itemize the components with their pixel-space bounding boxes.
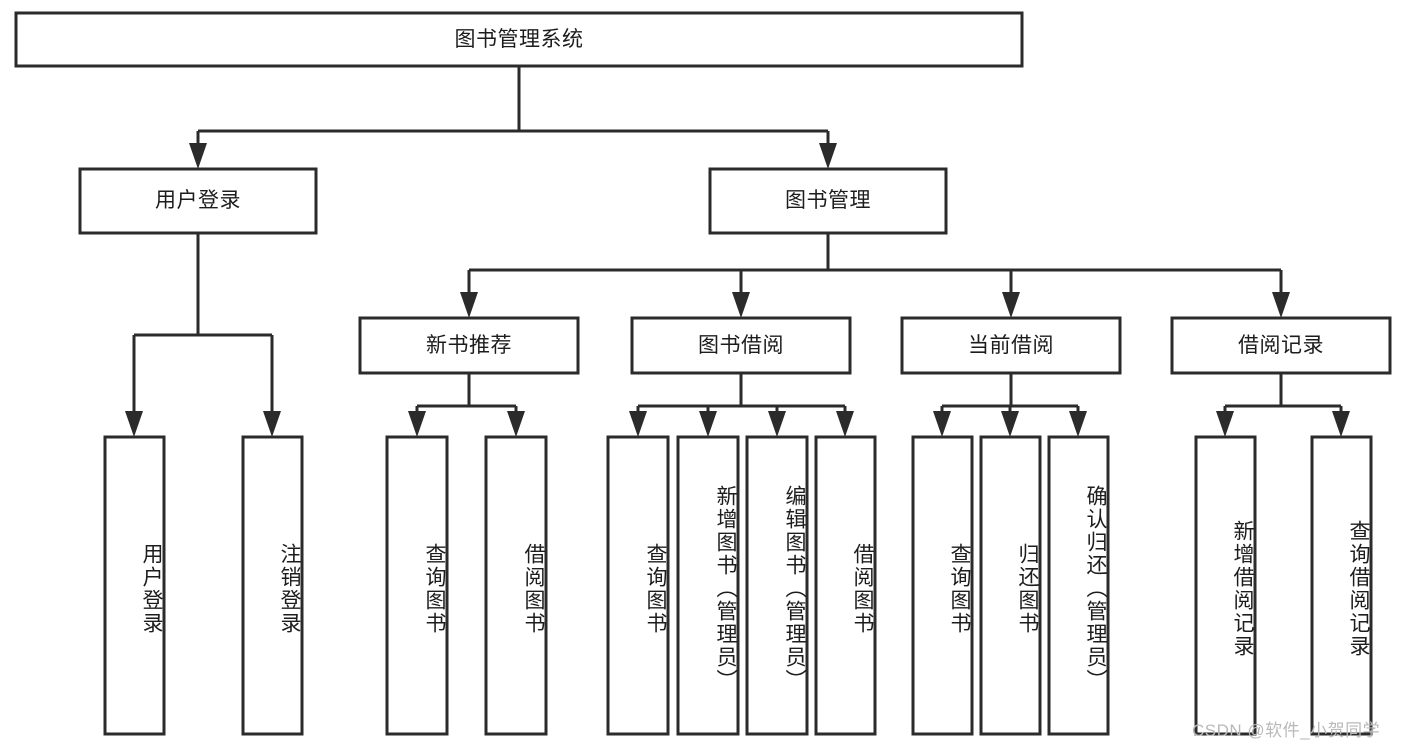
arrow-head-icon (1002, 292, 1020, 318)
node-leaf-borrow-books-recommend[interactable] (484, 435, 548, 736)
arrow-head-icon (507, 411, 525, 437)
node-leaf-query-borrow-record[interactable] (1310, 435, 1373, 736)
arrow-head-icon (189, 143, 207, 169)
node-book-manage[interactable] (708, 167, 948, 235)
arrow-head-icon (263, 411, 281, 437)
arrow-head-icon (125, 411, 143, 437)
arrow-head-icon (1069, 411, 1087, 437)
node-leaf-user-login[interactable] (103, 435, 166, 736)
arrow-head-icon (460, 292, 478, 318)
node-new-book-recommend[interactable] (358, 316, 580, 375)
connector-layer (125, 66, 1350, 437)
arrow-head-icon (1001, 411, 1019, 437)
arrow-head-icon (408, 411, 426, 437)
node-leaf-user-logout[interactable] (241, 435, 304, 736)
arrow-head-icon (699, 411, 717, 437)
arrow-head-icon (1216, 411, 1234, 437)
node-leaf-return-books[interactable] (979, 435, 1042, 736)
arrow-head-icon (629, 411, 647, 437)
node-current-borrow[interactable] (900, 316, 1122, 375)
arrow-head-icon (1332, 411, 1350, 437)
node-leaf-query-books-current[interactable] (911, 435, 974, 736)
arrow-head-icon (1272, 292, 1290, 318)
arrow-head-icon (819, 143, 837, 169)
node-leaf-add-book-admin[interactable] (676, 435, 740, 736)
node-leaf-borrow-books-borrow[interactable] (814, 435, 877, 736)
node-book-borrow[interactable] (630, 316, 852, 375)
node-root-root[interactable] (14, 11, 1024, 68)
node-leaf-query-books-recommend[interactable] (385, 435, 449, 736)
node-leaf-edit-book-admin[interactable] (745, 435, 809, 736)
node-leaf-confirm-return-admin[interactable] (1047, 435, 1110, 736)
box-layer (14, 11, 1392, 736)
node-borrow-record[interactable] (1170, 316, 1392, 375)
node-leaf-add-borrow-record[interactable] (1194, 435, 1257, 736)
csdn-watermark: CSDN @软件_小贺同学 (1192, 721, 1381, 740)
arrow-head-icon (836, 411, 854, 437)
arrow-head-icon (933, 411, 951, 437)
arrow-head-icon (732, 292, 750, 318)
arrow-head-icon (768, 411, 786, 437)
node-leaf-query-books-borrow[interactable] (606, 435, 670, 736)
node-user-login[interactable] (78, 167, 318, 235)
